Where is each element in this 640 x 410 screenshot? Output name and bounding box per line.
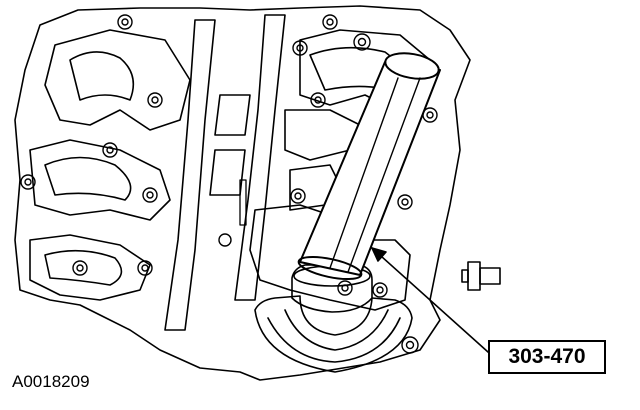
- figure-id-label: A0018209: [12, 372, 90, 391]
- partition-wall-1: [164, 19, 216, 331]
- bearing-cap: [254, 295, 413, 373]
- callout-leader: [371, 247, 489, 353]
- bolt-heads: [20, 14, 438, 354]
- journal-cup: [291, 264, 373, 313]
- special-tool-303-470: [297, 52, 441, 281]
- side-bolt: [461, 261, 501, 291]
- tool-number-callout: 303-470: [488, 340, 606, 374]
- left-bay-lower: [29, 234, 151, 301]
- partition-wall-2: [234, 14, 286, 301]
- centre-stud: [239, 179, 247, 226]
- left-bay-middle: [29, 139, 171, 221]
- block-outline: [14, 5, 471, 381]
- left-bay-upper: [44, 29, 191, 131]
